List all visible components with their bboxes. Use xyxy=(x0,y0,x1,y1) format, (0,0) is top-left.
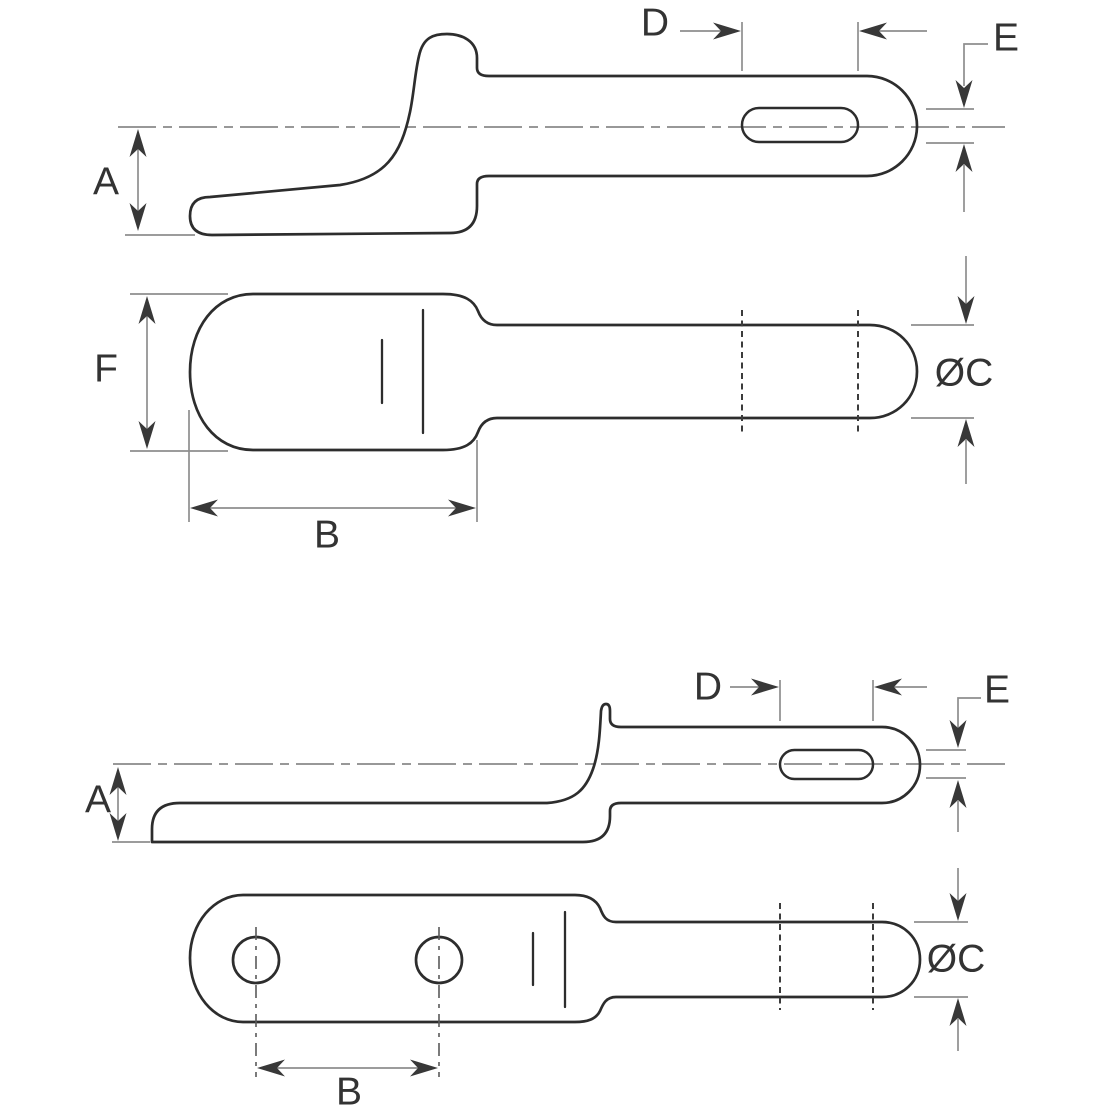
bottom-dim-e: E xyxy=(926,669,1010,832)
top-dim-label-f: F xyxy=(94,348,118,391)
top-dim-f: F xyxy=(94,293,228,452)
bottom-dim-label-a: A xyxy=(85,779,111,822)
top-dim-d: D xyxy=(641,2,927,71)
top-dim-c: ØC xyxy=(911,256,993,484)
top-dim-label-a: A xyxy=(93,161,119,204)
bottom-dim-b: B xyxy=(257,1059,438,1113)
top-dim-a: A xyxy=(93,129,195,236)
top-plan-outline xyxy=(188,292,919,452)
bottom-plan-outline xyxy=(188,893,922,1024)
bottom-dim-c: ØC xyxy=(914,868,985,1051)
bottom-side-slot xyxy=(778,748,875,781)
top-dim-label-c: ØC xyxy=(935,352,994,395)
bottom-dim-label-b: B xyxy=(336,1071,362,1113)
bottom-dim-d: D xyxy=(694,666,927,721)
top-dim-label-b: B xyxy=(314,514,340,557)
bottom-dim-label-c: ØC xyxy=(927,938,986,981)
top-dim-label-d: D xyxy=(641,2,669,45)
bottom-dim-label-d: D xyxy=(694,666,722,709)
top-drawing: A D E xyxy=(93,2,1019,557)
bottom-dim-label-e: E xyxy=(984,669,1010,712)
top-side-slot xyxy=(740,106,860,144)
bottom-drawing: A D E xyxy=(85,666,1010,1113)
top-side-outline xyxy=(188,32,919,237)
top-dim-e: E xyxy=(926,17,1019,212)
top-dim-e-leader xyxy=(963,43,988,86)
top-dim-label-e: E xyxy=(993,17,1019,60)
top-dim-b: B xyxy=(188,410,478,557)
bottom-side-outline xyxy=(150,702,922,844)
bottom-dim-e-leader xyxy=(957,697,981,728)
bottom-dim-a: A xyxy=(85,767,150,843)
